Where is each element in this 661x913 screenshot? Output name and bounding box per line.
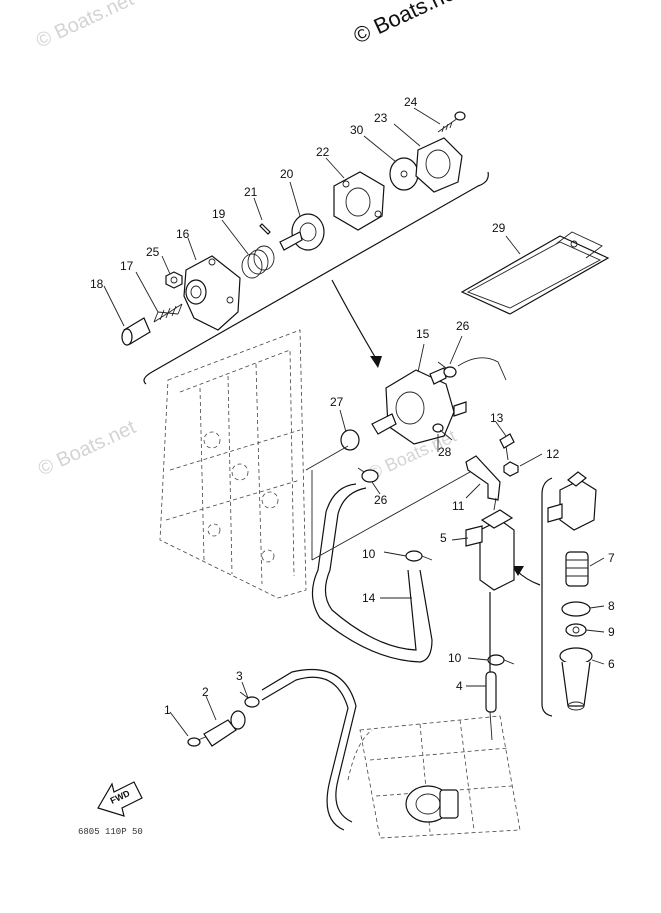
label-24: 24	[404, 95, 418, 109]
part-14-hose-inner	[324, 487, 417, 651]
label-19: 19	[212, 207, 226, 221]
part-26-clip-top	[437, 361, 457, 378]
pump-callout-arrow	[331, 279, 379, 363]
part-24-screw	[437, 111, 466, 133]
part-10-clip-a	[405, 550, 433, 562]
lower-hose	[261, 676, 349, 831]
label-14: 14	[362, 591, 376, 605]
lift-pump-lower	[405, 785, 459, 823]
label-12: 12	[546, 447, 560, 461]
label-8: 8	[608, 599, 615, 613]
label-3: 3	[236, 669, 243, 683]
pump-outlet-hose	[457, 357, 507, 381]
part-28-bolt	[432, 423, 453, 441]
part-labels: 18 17 25 16 19 21 20 22 30 23 24 29 15 2…	[90, 95, 615, 717]
label-26-lower: 26	[374, 493, 388, 507]
part-filter-head	[547, 471, 597, 531]
exploded-view-bracket	[143, 171, 489, 385]
label-29: 29	[492, 221, 506, 235]
watermark-faint-left: © Boats.net	[35, 416, 140, 480]
label-15: 15	[416, 327, 430, 341]
part-12-nut	[503, 461, 519, 477]
part-9-nut	[565, 623, 587, 637]
lower-hose-inner	[261, 668, 357, 823]
part-18-cap	[121, 317, 151, 346]
watermark-top-right: © Boats.net	[350, 0, 465, 49]
label-1: 1	[164, 703, 171, 717]
label-23: 23	[374, 111, 388, 125]
part-3-clip	[239, 691, 260, 708]
label-10-a: 10	[362, 547, 376, 561]
part-29-label	[460, 231, 610, 315]
part-22-body	[333, 171, 385, 231]
part-1-screw	[187, 735, 209, 747]
label-9: 9	[608, 625, 615, 639]
label-30: 30	[350, 123, 364, 137]
label-5: 5	[440, 531, 447, 545]
label-18: 18	[90, 277, 104, 291]
watermark-faint-top-left: © Boats.net	[33, 0, 138, 53]
part-13-bolt	[499, 433, 515, 461]
diagram-code: 6805 110P 50	[78, 827, 143, 837]
label-28: 28	[438, 445, 452, 459]
part-27-oring	[340, 429, 360, 451]
part-26-clip-lower	[357, 467, 379, 483]
label-6: 6	[608, 657, 615, 671]
part-20-diaphragm	[279, 213, 325, 251]
part-23-cover	[415, 137, 463, 193]
part-19-spring	[241, 245, 275, 279]
label-22: 22	[316, 145, 330, 159]
label-25: 25	[146, 245, 160, 259]
part-17-spring	[153, 303, 183, 323]
label-17: 17	[120, 259, 134, 273]
label-4: 4	[456, 679, 463, 693]
label-27: 27	[330, 395, 344, 409]
part-14-hose	[311, 483, 433, 663]
part-5-fuel-filter	[465, 497, 515, 591]
part-8-oring	[561, 601, 591, 617]
part-30-valve	[389, 157, 419, 191]
part-7-element	[565, 551, 589, 587]
part-16-housing	[183, 255, 241, 331]
part-11-bracket	[465, 455, 501, 501]
arrow-head	[370, 356, 382, 368]
label-10-b: 10	[448, 651, 462, 665]
part-21-pin	[259, 223, 271, 235]
label-16: 16	[176, 227, 190, 241]
part-10-clip-b	[487, 654, 515, 666]
label-20: 20	[280, 167, 294, 181]
part-6-cup	[559, 647, 593, 711]
leader-lines	[103, 107, 605, 737]
fwd-arrow: FWD	[97, 781, 143, 817]
label-21: 21	[244, 185, 258, 199]
label-11: 11	[452, 499, 465, 513]
part-25-nut	[165, 271, 183, 289]
part-4-hose	[485, 671, 497, 713]
lower-engine-outline	[347, 715, 521, 839]
label-2: 2	[202, 685, 209, 699]
label-26-top: 26	[456, 319, 470, 333]
arrow-head-filter	[512, 566, 524, 576]
part-2-joint	[203, 710, 246, 747]
filter-exploded-bracket	[541, 477, 553, 717]
label-13: 13	[490, 411, 504, 425]
engine-block-outline	[159, 329, 307, 599]
label-7: 7	[608, 551, 615, 565]
